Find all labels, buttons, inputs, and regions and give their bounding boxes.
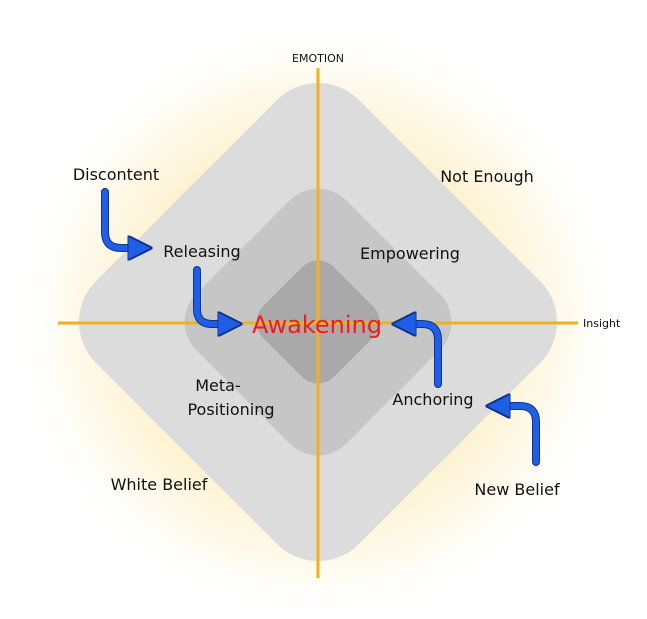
zone-label-empowering: Empowering: [360, 244, 460, 263]
zone-label-white-belief: White Belief: [111, 475, 208, 494]
center-label-awakening: Awakening: [252, 311, 382, 339]
flow-label-releasing: Releasing: [163, 242, 240, 261]
zone-label-meta: Meta-: [195, 376, 241, 395]
axis-label-insight: Insight: [583, 317, 621, 330]
axis-label-emotion: EMOTION: [292, 52, 344, 65]
flow-label-new-belief: New Belief: [474, 480, 560, 499]
flow-label-anchoring: Anchoring: [392, 390, 473, 409]
zone-label-positioning: Positioning: [187, 400, 274, 419]
zone-label-not-enough: Not Enough: [440, 167, 534, 186]
flow-label-discontent: Discontent: [73, 165, 159, 184]
